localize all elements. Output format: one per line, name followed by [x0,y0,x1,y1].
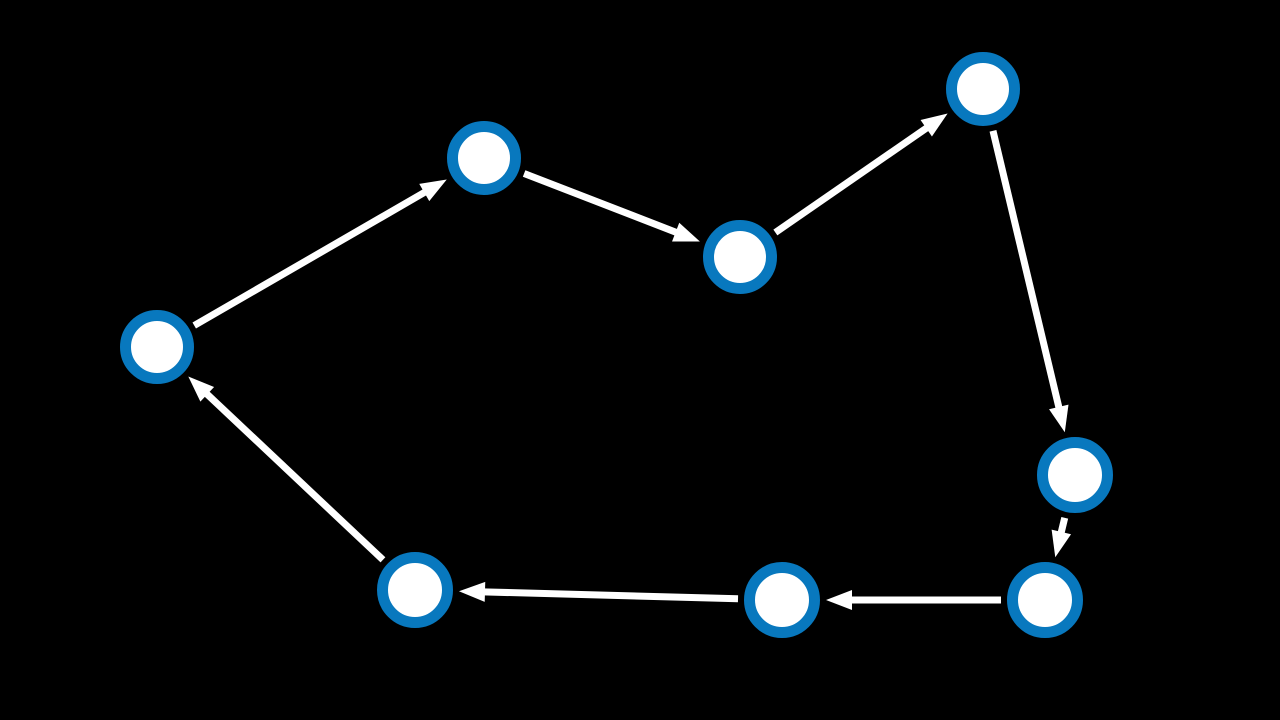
node-circle [703,220,777,294]
graph-edge[interactable] [458,581,739,603]
graph-edge[interactable] [773,113,948,236]
graph-edge[interactable] [826,590,1001,610]
edge-arrowhead [1051,529,1072,558]
node-circle [447,121,521,195]
graph-node[interactable] [447,121,521,195]
node-circle [120,310,194,384]
graph-node[interactable] [377,552,453,628]
graph-edge[interactable] [1051,516,1072,558]
graph-edge[interactable] [188,376,386,563]
graph-node[interactable] [946,52,1020,126]
graph-edge[interactable] [192,179,447,329]
graph-node[interactable] [703,220,777,294]
edge-arrowhead [1049,404,1069,433]
edge-arrowhead [920,113,948,137]
graph-edge[interactable] [989,130,1069,433]
edge-arrowhead [419,179,447,202]
node-circle [946,52,1020,126]
graph-node[interactable] [1007,562,1083,638]
node-circle [1037,437,1113,513]
edge-arrowhead [672,222,700,242]
graph-node[interactable] [1037,437,1113,513]
node-circle [744,562,820,638]
graph-node[interactable] [744,562,820,638]
node-circle [377,552,453,628]
edge-arrowhead [188,376,215,402]
node-circle [1007,562,1083,638]
edges-layer [188,113,1072,610]
graph-edge[interactable] [522,170,700,242]
nodes-layer [120,52,1113,638]
edge-arrowhead [458,581,486,602]
edge-arrowhead [826,590,852,610]
graph-node[interactable] [120,310,194,384]
